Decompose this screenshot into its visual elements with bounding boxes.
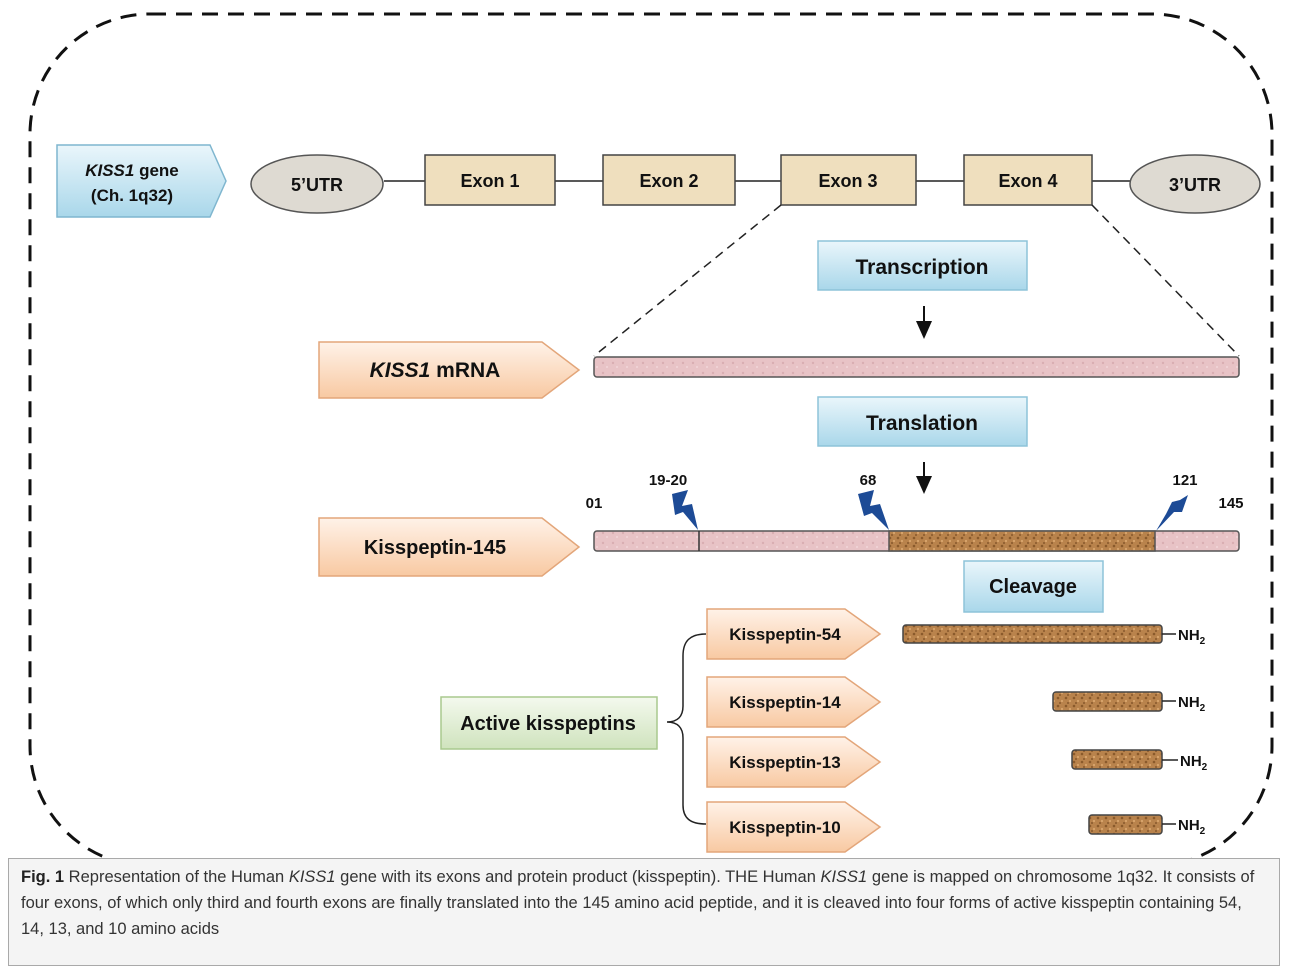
position-68: 68: [860, 472, 877, 489]
mrna-suffix: mRNA: [430, 359, 500, 382]
caption-gene-2: KISS1: [820, 868, 868, 886]
utr3-label: 3’UTR: [1169, 175, 1221, 195]
kisspeptin-145-arrow: Kisspeptin-145: [318, 517, 581, 577]
utr5: 5’UTR: [250, 154, 384, 214]
kisspeptin-54-arrow: Kisspeptin-54: [706, 608, 882, 660]
kisspeptin-13-label: Kisspeptin-13: [729, 753, 840, 772]
kisspeptin-10-terminus: NH2: [1178, 817, 1206, 837]
cleavage-bolt-3-icon: [1156, 495, 1188, 531]
dashed-frame: [28, 12, 1274, 862]
gene-suffix: gene: [134, 161, 178, 180]
exon-2: Exon 2: [602, 154, 736, 206]
kisspeptin-145-label: Kisspeptin-145: [364, 537, 506, 559]
kiss1-diagram: KISS1 gene (Ch. 1q32) 5’UTR Exon 1 Exon …: [28, 12, 1274, 862]
cleavage-bolt-1-icon: [672, 490, 698, 530]
exon-4: Exon 4: [963, 154, 1093, 206]
figure-label: Fig. 1: [21, 868, 65, 886]
exon-1-label: Exon 1: [460, 171, 519, 191]
position-end: 145: [1218, 495, 1243, 512]
kisspeptin-145-bar: [593, 530, 1240, 552]
cleavage-bolt-2-icon: [858, 490, 889, 530]
chromosome-label: (Ch. 1q32): [91, 186, 173, 205]
kisspeptin-10-arrow: Kisspeptin-10: [706, 801, 882, 853]
gene-arrow: KISS1 gene (Ch. 1q32): [56, 144, 227, 218]
translation-box: Translation: [817, 396, 1028, 447]
caption-text-2: gene with its exons and protein product …: [335, 868, 821, 886]
kisspeptin-13-bar: [1071, 749, 1163, 770]
transcription-box: Transcription: [817, 240, 1028, 291]
kisspeptin-14-terminus: NH2: [1178, 694, 1206, 714]
position-19-20: 19-20: [649, 472, 687, 489]
active-kisspeptins-box: Active kisspeptins: [440, 696, 658, 750]
utr3: 3’UTR: [1129, 154, 1261, 214]
caption-gene-1: KISS1: [288, 868, 336, 886]
translation-label: Translation: [866, 412, 978, 435]
kisspeptin-14-arrow: Kisspeptin-14: [706, 676, 882, 728]
exon-3-label: Exon 3: [818, 171, 877, 191]
svg-text:KISS1 mRNA: KISS1 mRNA: [370, 359, 501, 382]
kisspeptin-54-label: Kisspeptin-54: [729, 625, 841, 644]
mrna-bar: [593, 356, 1240, 378]
position-121: 121: [1172, 472, 1197, 489]
kisspeptin-14-bar: [1052, 691, 1163, 712]
cleavage-label: Cleavage: [989, 576, 1077, 598]
kisspeptin-54-terminus: NH2: [1178, 627, 1206, 647]
position-start: 01: [586, 495, 603, 512]
gene-name: KISS1: [85, 161, 134, 180]
utr5-label: 5’UTR: [291, 175, 343, 195]
zoom-line-right: [1091, 204, 1240, 357]
kisspeptin-13-arrow: Kisspeptin-13: [706, 736, 882, 788]
mrna-gene-name: KISS1: [370, 359, 431, 382]
zoom-line-left: [593, 204, 782, 357]
svg-text:KISS1 gene: KISS1 gene: [85, 161, 179, 180]
kisspeptin-10-label: Kisspeptin-10: [729, 818, 840, 837]
kisspeptin-54-bar: [902, 624, 1163, 644]
active-kisspeptins-label: Active kisspeptins: [460, 713, 636, 735]
caption-text-1: Representation of the Human: [64, 868, 289, 886]
exon-1: Exon 1: [424, 154, 556, 206]
kisspeptin-14-label: Kisspeptin-14: [729, 693, 841, 712]
figure-caption: Fig. 1 Representation of the Human KISS1…: [8, 858, 1280, 966]
exon-3: Exon 3: [780, 154, 917, 206]
caption-text-3: gene is mapped on chromosome 1q32. It co…: [21, 868, 1255, 938]
exon-4-label: Exon 4: [998, 171, 1057, 191]
mrna-label-arrow: KISS1 mRNA: [318, 341, 581, 399]
kisspeptin-13-terminus: NH2: [1180, 753, 1208, 773]
cleavage-box: Cleavage: [963, 560, 1104, 613]
grouping-brace: [666, 633, 707, 825]
kisspeptin-10-bar: [1088, 814, 1163, 835]
transcription-label: Transcription: [855, 256, 988, 279]
exon-2-label: Exon 2: [639, 171, 698, 191]
